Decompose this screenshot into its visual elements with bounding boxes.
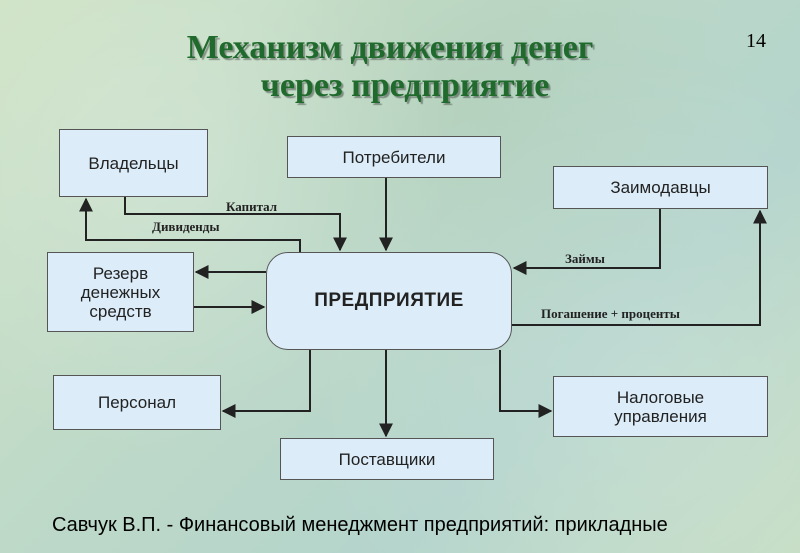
footer-citation: Савчук В.П. - Финансовый менеджмент пред… [52, 514, 668, 536]
node-reserve: Резерв денежных средств [47, 252, 194, 332]
page-title: Механизм движения денег [186, 29, 594, 66]
edge-loans [512, 209, 661, 275]
edge-capital [124, 197, 347, 252]
label-repayment: Погашение + проценты [541, 306, 680, 321]
edge-tax [499, 350, 553, 418]
edge-dividends [79, 197, 301, 252]
node-suppliers: Поставщики [280, 438, 494, 480]
label-capital: Капитал [226, 199, 278, 214]
edge-personnel [221, 350, 311, 418]
label-loans: Займы [565, 251, 605, 266]
label-dividends: Дивиденды [152, 219, 220, 234]
node-consumers: Потребители [287, 136, 501, 178]
node-lenders: Заимодавцы [553, 166, 768, 209]
page-title-line2: через предприятие [260, 67, 550, 104]
node-owners: Владельцы [59, 129, 208, 197]
node-personnel: Персонал [53, 375, 221, 430]
page-number: 14 [746, 30, 766, 52]
edge-repayment [512, 209, 767, 326]
node-tax: Налоговые управления [553, 376, 768, 437]
node-enterprise: ПРЕДПРИЯТИЕ [266, 252, 512, 350]
